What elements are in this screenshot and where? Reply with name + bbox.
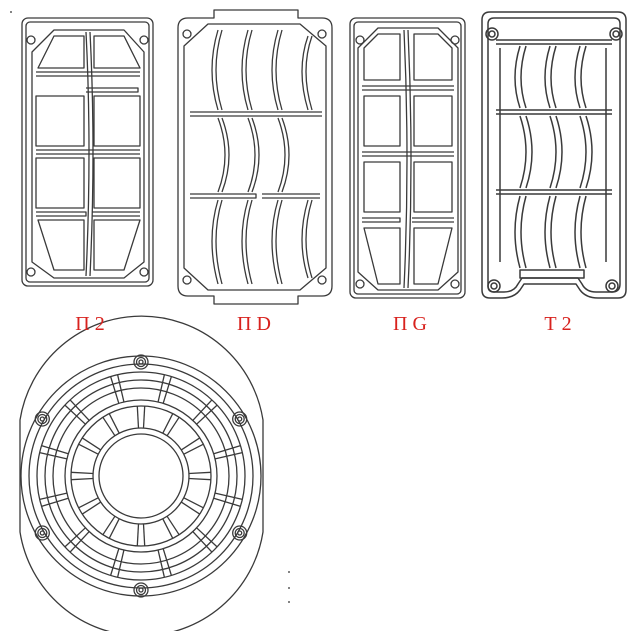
- bolt-icon: [37, 413, 48, 425]
- spoke-outer: [214, 492, 243, 501]
- spoke-outer: [213, 444, 241, 455]
- bolt-icon: [133, 354, 149, 370]
- grille-t2: [481, 11, 627, 299]
- label-p2: П 2: [75, 313, 105, 335]
- spoke-inner: [71, 471, 94, 475]
- spoke-outer: [162, 548, 173, 576]
- bolt-icon: [232, 411, 248, 427]
- bolt-icon: [232, 525, 248, 541]
- bolt-icon: [135, 356, 147, 368]
- tick-mark: [10, 11, 290, 603]
- bolt-icon: [237, 416, 243, 422]
- spoke-outer: [64, 527, 86, 548]
- spoke-inner: [102, 416, 116, 437]
- spoke-outer: [69, 531, 90, 553]
- spoke-inner: [136, 406, 140, 429]
- spoke-inner: [166, 515, 180, 536]
- spoke-inner: [166, 416, 180, 437]
- spoke-inner: [102, 515, 116, 536]
- spoke-outer: [39, 451, 68, 460]
- grille-p2: [21, 17, 154, 287]
- spoke-outer: [192, 531, 213, 553]
- grille-round: [19, 315, 264, 631]
- bolt-icon: [34, 525, 50, 541]
- spoke-inner: [142, 406, 146, 429]
- spoke-outer: [116, 549, 125, 578]
- spoke-outer: [64, 404, 86, 425]
- spoke-outer: [109, 376, 120, 404]
- spoke-outer: [157, 374, 166, 403]
- bolt-icon: [135, 584, 147, 596]
- spoke-inner: [136, 523, 140, 546]
- spoke-inner: [162, 413, 174, 434]
- spoke-inner: [78, 497, 99, 509]
- spoke-outer: [39, 492, 68, 501]
- spoke-inner: [188, 471, 211, 475]
- bolt-icon: [34, 411, 50, 427]
- grille-pg: [349, 17, 466, 299]
- spoke-outer: [157, 549, 166, 578]
- spoke-inner: [71, 477, 94, 481]
- grille-pd: [177, 9, 333, 305]
- spoke-inner: [78, 443, 99, 455]
- bolt-icon: [133, 582, 149, 598]
- spoke-inner: [142, 523, 146, 546]
- spoke-inner: [81, 437, 102, 451]
- spoke-outer: [109, 548, 120, 576]
- spoke-inner: [162, 518, 174, 539]
- spoke-outer: [196, 527, 218, 548]
- label-pg: П G: [393, 313, 427, 335]
- spoke-inner: [81, 501, 102, 515]
- spoke-outer: [196, 404, 218, 425]
- spoke-outer: [69, 399, 90, 421]
- spoke-inner: [108, 518, 120, 539]
- spoke-outer: [41, 444, 69, 455]
- bolt-icon: [138, 587, 144, 593]
- bolt-icon: [37, 527, 48, 539]
- spoke-outer: [192, 399, 213, 421]
- spoke-inner: [183, 443, 204, 455]
- bolt-icon: [234, 527, 245, 539]
- spoke-outer: [41, 497, 69, 508]
- spoke-outer: [116, 374, 125, 403]
- bolt-icon: [234, 413, 245, 425]
- spoke-inner: [180, 501, 201, 515]
- bolt-icon: [39, 530, 45, 536]
- spoke-inner: [188, 477, 211, 481]
- bolt-icon: [237, 530, 243, 536]
- spoke-outer: [162, 376, 173, 404]
- bolt-icon: [138, 359, 144, 365]
- spoke-inner: [183, 497, 204, 509]
- label-t2: Т 2: [544, 313, 572, 335]
- spoke-outer: [213, 497, 241, 508]
- spoke-inner: [180, 437, 201, 451]
- spoke-inner: [108, 413, 120, 434]
- spoke-outer: [214, 451, 243, 460]
- bolt-icon: [39, 416, 45, 422]
- label-pd: П D: [237, 313, 271, 335]
